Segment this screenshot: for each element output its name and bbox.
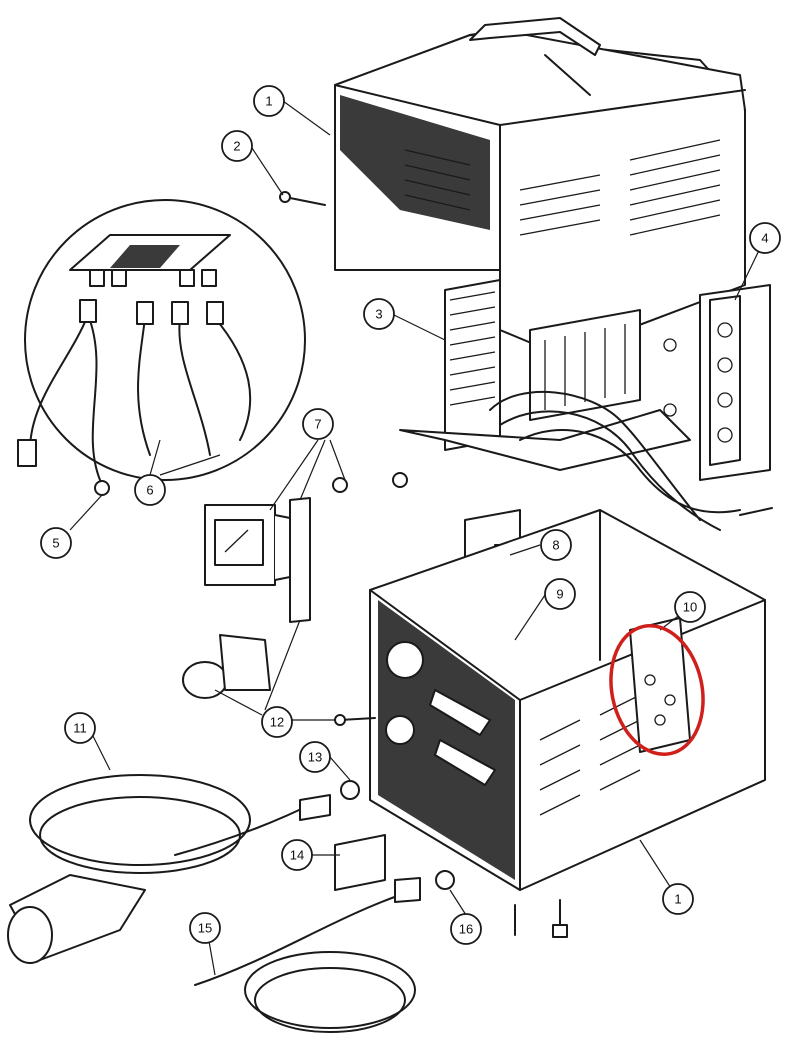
callout-label: 5 (52, 536, 59, 551)
screws (279, 191, 773, 938)
callout-1-top: 1 (253, 85, 285, 117)
callout-label: 11 (73, 721, 87, 736)
callout-7: 7 (302, 408, 334, 440)
callout-1-bottom: 1 (662, 883, 694, 915)
callout-label: 14 (290, 848, 304, 863)
wire-harness (489, 390, 741, 531)
terminal-block (663, 284, 771, 481)
callout-6: 6 (134, 474, 166, 506)
callout-11: 11 (64, 712, 96, 744)
callout-label: 13 (308, 750, 322, 765)
callout-label: 1 (674, 892, 681, 907)
wire-detail-inset (17, 199, 306, 496)
small-parts (182, 472, 455, 903)
top-cover (334, 17, 746, 356)
callout-label: 16 (459, 922, 473, 937)
callout-label: 12 (270, 715, 284, 730)
ac-power-cord (7, 774, 321, 964)
callout-13: 13 (299, 741, 331, 773)
callout-label: 9 (556, 587, 563, 602)
base-slots (539, 694, 641, 816)
ammeter (204, 497, 311, 623)
base-chassis (369, 509, 766, 891)
callout-15: 15 (189, 912, 221, 944)
highlight-ring (609, 623, 705, 757)
callout-2: 2 (221, 130, 253, 162)
callout-label: 2 (233, 139, 240, 154)
top-cover-vents (404, 139, 721, 236)
callout-16: 16 (450, 913, 482, 945)
callout-label: 3 (375, 307, 382, 322)
callout-3: 3 (363, 298, 395, 330)
dc-output-cord (194, 894, 416, 1033)
callout-5: 5 (40, 527, 72, 559)
callout-label: 7 (314, 417, 321, 432)
callout-14: 14 (281, 839, 313, 871)
callout-label: 4 (761, 231, 768, 246)
carry-handle[interactable] (469, 17, 601, 96)
callout-label: 15 (198, 921, 212, 936)
callout-label: 1 (265, 94, 272, 109)
callout-4: 4 (749, 222, 781, 254)
callout-10: 10 (674, 591, 706, 623)
callout-label: 8 (552, 538, 559, 553)
callout-9: 9 (544, 578, 576, 610)
callout-label: 6 (146, 483, 153, 498)
callout-8: 8 (540, 529, 572, 561)
callout-label: 10 (683, 600, 697, 615)
callout-12: 12 (261, 706, 293, 738)
